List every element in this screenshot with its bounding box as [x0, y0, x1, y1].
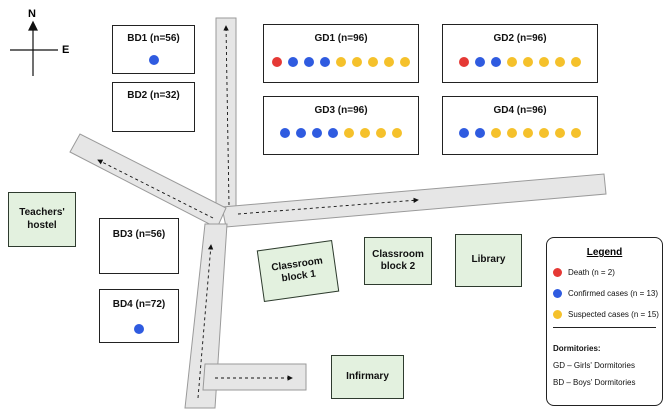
- confirmed-case-dot: [320, 57, 330, 67]
- death-dot-icon: [553, 268, 562, 277]
- legend-label: Confirmed cases (n = 13): [568, 289, 659, 298]
- library: Library: [455, 234, 522, 287]
- suspected-case-dot: [555, 57, 565, 67]
- suspected-case-dot: [571, 57, 581, 67]
- dorm-title: GD2 (n=96): [493, 33, 547, 44]
- confirmed-case-dot: [288, 57, 298, 67]
- confirmed-case-dot: [459, 128, 469, 138]
- dorm-title: BD4 (n=72): [112, 299, 166, 310]
- legend-label: Death (n = 2): [568, 268, 615, 277]
- compass-arrows: [10, 20, 58, 76]
- suspected-case-dot: [344, 128, 354, 138]
- dorm-gd1: GD1 (n=96): [263, 24, 419, 83]
- suspected-case-dot: [491, 128, 501, 138]
- case-dots: [113, 55, 194, 65]
- confirmed-case-dot: [296, 128, 306, 138]
- teachers-hostel: Teachers' hostel: [8, 192, 76, 247]
- suspected-case-dot: [539, 128, 549, 138]
- suspected-case-dot: [555, 128, 565, 138]
- legend-item-death: Death (n = 2): [553, 268, 615, 277]
- suspected-case-dot: [360, 128, 370, 138]
- case-dots: [100, 324, 178, 334]
- road-south: [184, 223, 228, 409]
- suspected-case-dot: [523, 128, 533, 138]
- arrow-south-up: [197, 244, 214, 399]
- dorm-title: BD2 (n=32): [127, 90, 180, 101]
- suspected-dot-icon: [553, 310, 562, 319]
- legend-label: Suspected cases (n = 15): [568, 310, 659, 319]
- case-dots: [443, 57, 597, 67]
- suspected-case-dot: [392, 128, 402, 138]
- case-dots: [443, 128, 597, 138]
- suspected-case-dot: [571, 128, 581, 138]
- case-dots: [264, 57, 418, 67]
- confirmed-case-dot: [328, 128, 338, 138]
- dorm-bd4: BD4 (n=72): [99, 289, 179, 343]
- confirmed-case-dot: [280, 128, 290, 138]
- legend-dorm-heading: Dormitories:: [553, 344, 601, 353]
- dorm-bd3: BD3 (n=56): [99, 218, 179, 274]
- dorm-gd4: GD4 (n=96): [442, 96, 598, 155]
- legend-divider: [553, 327, 656, 328]
- confirmed-case-dot: [134, 324, 144, 334]
- dorm-bd2: BD2 (n=32): [112, 82, 195, 132]
- dorm-gd2: GD2 (n=96): [442, 24, 598, 83]
- roads: [69, 17, 607, 409]
- legend-bd-note: BD – Boys' Dormitories: [553, 378, 636, 387]
- dorm-bd1: BD1 (n=56): [112, 25, 195, 74]
- dorm-title: BD1 (n=56): [127, 33, 180, 44]
- dorm-gd3: GD3 (n=96): [263, 96, 419, 155]
- suspected-case-dot: [376, 128, 386, 138]
- confirmed-case-dot: [475, 128, 485, 138]
- death-case-dot: [272, 57, 282, 67]
- legend-item-suspected: Suspected cases (n = 15): [553, 310, 659, 319]
- confirmed-case-dot: [475, 57, 485, 67]
- dorm-title: GD1 (n=96): [314, 33, 368, 44]
- classroom-block-1: Classroom block 1: [256, 239, 340, 303]
- suspected-case-dot: [523, 57, 533, 67]
- suspected-case-dot: [336, 57, 346, 67]
- suspected-case-dot: [368, 57, 378, 67]
- legend: Legend Death (n = 2) Confirmed cases (n …: [546, 237, 663, 406]
- dorm-title: GD4 (n=96): [493, 105, 547, 116]
- suspected-case-dot: [400, 57, 410, 67]
- case-dots: [264, 128, 418, 138]
- arrow-east: [237, 197, 419, 215]
- classroom-block-2: Classroom block 2: [364, 237, 432, 285]
- confirmed-case-dot: [148, 55, 159, 65]
- road-infirmary: [202, 363, 307, 391]
- dorm-title: BD3 (n=56): [112, 229, 166, 240]
- compass-east-label: E: [62, 44, 70, 56]
- infirmary: Infirmary: [331, 355, 404, 399]
- suspected-case-dot: [384, 57, 394, 67]
- legend-item-confirmed: Confirmed cases (n = 13): [553, 289, 658, 298]
- suspected-case-dot: [507, 128, 517, 138]
- death-case-dot: [459, 57, 469, 67]
- road-west: [69, 133, 227, 229]
- dorm-title: GD3 (n=96): [314, 105, 368, 116]
- compass-north-label: N: [28, 8, 36, 20]
- suspected-case-dot: [352, 57, 362, 67]
- confirmed-case-dot: [312, 128, 322, 138]
- confirmed-dot-icon: [553, 289, 562, 298]
- legend-gd-note: GD – Girls' Dormitories: [553, 361, 635, 370]
- confirmed-case-dot: [491, 57, 501, 67]
- legend-title: Legend: [586, 247, 623, 258]
- traffic-arrows: [97, 25, 419, 399]
- suspected-case-dot: [507, 57, 517, 67]
- suspected-case-dot: [539, 57, 549, 67]
- confirmed-case-dot: [304, 57, 314, 67]
